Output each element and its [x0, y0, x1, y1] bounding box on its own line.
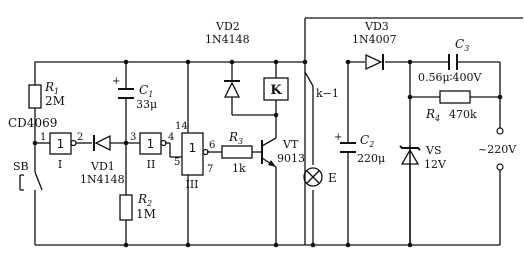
svg-text:6: 6	[209, 140, 215, 151]
diode-vd3: VD3 1N4007	[352, 20, 397, 71]
svg-text:VD2: VD2	[215, 20, 240, 33]
svg-text:1: 1	[57, 137, 65, 151]
svg-text:2: 2	[77, 132, 83, 143]
relay-coil-k: K	[263, 77, 289, 101]
ic-label: CD4069	[8, 116, 57, 130]
svg-text:3: 3	[130, 132, 136, 143]
svg-text:5: 5	[174, 157, 180, 168]
svg-text:III: III	[185, 178, 198, 191]
svg-text:II: II	[147, 158, 156, 171]
svg-text:7: 7	[207, 164, 213, 175]
svg-text:1N4148: 1N4148	[80, 173, 125, 186]
svg-text:1N4007: 1N4007	[352, 33, 397, 46]
svg-text:K: K	[270, 83, 282, 98]
svg-text:E: E	[328, 171, 337, 185]
transistor-vt: VT 9013	[261, 137, 305, 168]
svg-text:C1: C1	[139, 83, 153, 99]
svg-text:VD3: VD3	[364, 20, 389, 33]
wiring	[34, 17, 523, 246]
svg-text:VT: VT	[282, 138, 299, 151]
push-button-sb: SB	[13, 160, 43, 195]
svg-text:1N4148: 1N4148	[205, 33, 250, 46]
svg-text:R1: R1	[44, 80, 59, 96]
svg-text:4: 4	[168, 132, 174, 143]
svg-text:R3: R3	[228, 130, 243, 146]
svg-text:14: 14	[175, 121, 188, 132]
svg-text:I: I	[58, 158, 62, 171]
svg-text:R4: R4	[425, 107, 440, 123]
capacitor-c2: + C2 220μ	[334, 132, 385, 165]
resistor-r3: R3 1k	[221, 130, 253, 175]
svg-text:k−1: k−1	[316, 87, 339, 100]
diode-vd1: VD1 1N4148	[80, 134, 125, 186]
resistor-r4: R4 470k	[425, 90, 477, 123]
diode-vd2: VD2 1N4148	[205, 20, 250, 98]
svg-text:1: 1	[40, 132, 46, 143]
lamp-e: E	[303, 167, 337, 187]
svg-text:SB: SB	[13, 160, 29, 173]
svg-text:1: 1	[189, 141, 197, 155]
ac-supply-terminals: ~220V	[478, 127, 517, 171]
relay-contact-k1: k−1	[312, 86, 339, 102]
capacitor-c3: C3 0.56μ∶400V	[418, 37, 482, 84]
resistor-r1: R1 2M	[28, 80, 65, 109]
inverter-gate-1: 1 1 2 I	[40, 132, 83, 171]
svg-text:220μ: 220μ	[357, 152, 385, 165]
svg-text:12V: 12V	[424, 158, 447, 171]
svg-text:1M: 1M	[136, 207, 156, 221]
svg-text:~220V: ~220V	[478, 143, 517, 156]
svg-text:9013: 9013	[277, 152, 305, 165]
svg-text:2M: 2M	[45, 94, 65, 108]
svg-text:R2: R2	[137, 192, 152, 208]
capacitor-c1: + C1 33μ	[112, 76, 157, 111]
svg-text:1: 1	[147, 137, 155, 151]
svg-text:+: +	[112, 76, 120, 87]
svg-text:33μ: 33μ	[136, 98, 157, 111]
svg-text:+: +	[334, 132, 342, 143]
svg-text:470k: 470k	[449, 108, 477, 121]
resistor-r2: R2 1M	[119, 192, 156, 221]
svg-text:0.56μ∶400V: 0.56μ∶400V	[418, 71, 482, 84]
svg-text:C3: C3	[455, 37, 469, 53]
svg-text:VD1: VD1	[90, 160, 115, 173]
svg-text:C2: C2	[360, 133, 374, 149]
junction-dots	[32, 59, 503, 248]
svg-text:VS: VS	[425, 144, 441, 157]
svg-text:1k: 1k	[232, 162, 246, 175]
inverter-gate-3: 1 14 5 6 7 III	[174, 121, 215, 191]
inverter-gate-2: 1 3 4 II	[130, 132, 174, 171]
zener-diode-vs: VS 12V	[399, 144, 447, 245]
